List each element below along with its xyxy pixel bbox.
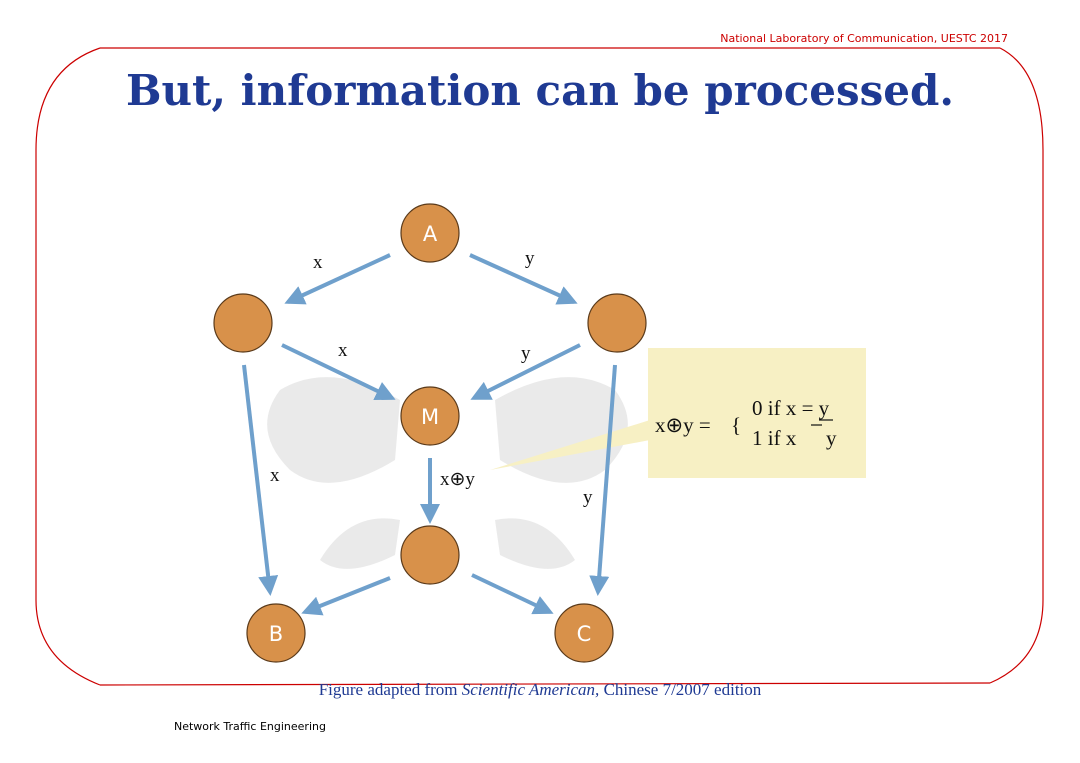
- edge-left-b: [242, 364, 279, 596]
- node-label: M: [421, 405, 439, 429]
- brace-icon: {: [731, 413, 741, 437]
- header-institution: National Laboratory of Communication, UE…: [720, 32, 1008, 45]
- footer-course: Network Traffic Engineering: [174, 720, 326, 733]
- xor-case-one-suffix: y: [826, 426, 837, 450]
- caption-source: Scientific American,: [461, 680, 600, 699]
- edge-label: y: [583, 487, 593, 508]
- caption-prefix: Figure adapted from: [318, 680, 462, 699]
- edge-label: y: [521, 343, 531, 364]
- node-a: [400, 203, 460, 263]
- edge-label: x: [313, 252, 323, 273]
- node-c: [554, 603, 614, 663]
- node-coding: [400, 525, 460, 585]
- node-m: [400, 386, 460, 446]
- edge-left-m: [281, 343, 396, 401]
- edge-label: x: [270, 465, 280, 486]
- node-b: [246, 603, 306, 663]
- xor-callout: x⊕y = { 0 if x = y 1 if x y: [490, 348, 866, 478]
- edge-right-m: [470, 343, 581, 400]
- butterfly-watermark: [267, 377, 628, 569]
- edge-right-c: [589, 364, 617, 596]
- xor-case-one-prefix: 1 if x: [752, 426, 797, 450]
- node-label: A: [423, 222, 438, 246]
- edge-a-right: [469, 253, 578, 305]
- edge-n-b: [301, 576, 391, 616]
- node-right: [587, 293, 647, 353]
- node-label: C: [577, 622, 592, 646]
- edges: [242, 253, 617, 616]
- edge-label: x⊕y: [440, 469, 475, 490]
- edge-label: y: [525, 248, 535, 269]
- edge-label: x: [338, 340, 348, 361]
- edge-a-left: [284, 253, 391, 305]
- slide-title: But, information can be processed.: [125, 66, 955, 115]
- node-left: [213, 293, 273, 353]
- caption-suffix: Chinese 7/2007 edition: [599, 680, 762, 699]
- node-label: B: [269, 622, 283, 646]
- figure-caption: Figure adapted from Scientific American,…: [0, 680, 1080, 700]
- edge-n-c: [471, 573, 554, 615]
- xor-formula-lhs: x⊕y =: [655, 413, 711, 437]
- xor-case-zero: 0 if x = y: [752, 396, 830, 420]
